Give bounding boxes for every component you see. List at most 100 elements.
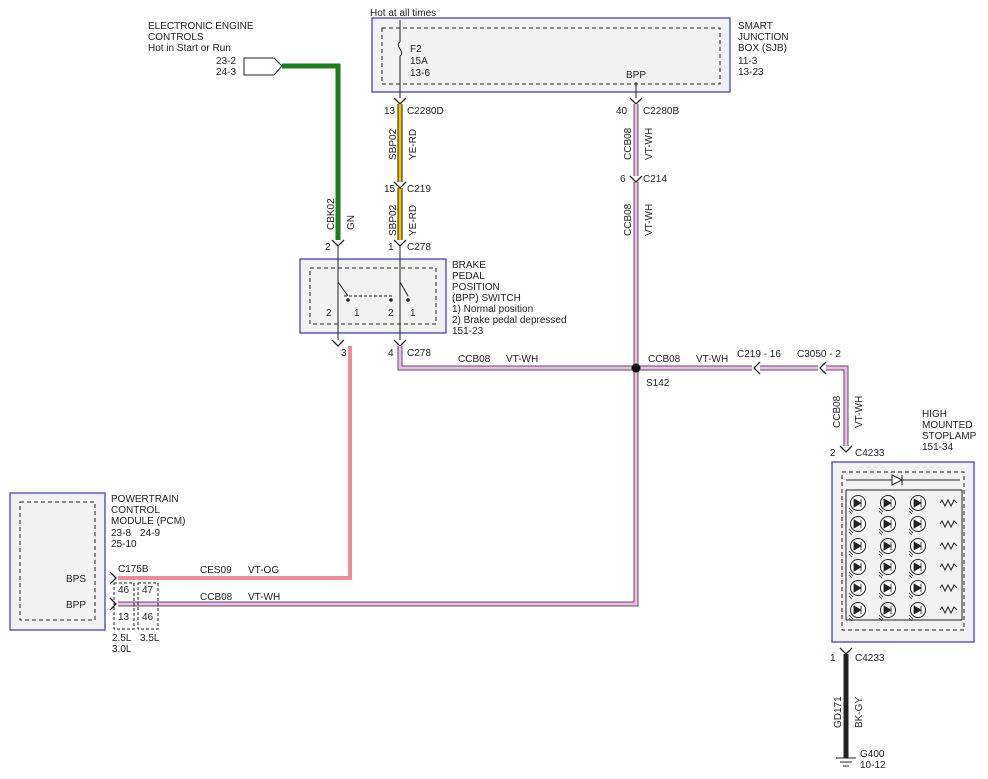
- wire-vtwh-f: VT-WH: [248, 592, 280, 603]
- c219-pin: 15: [384, 184, 396, 195]
- c278a-connector-icons: [331, 239, 407, 247]
- green-wire: [282, 63, 341, 240]
- wire-ccb08-b: CCB08: [623, 203, 634, 236]
- led-diode-icon: [913, 605, 922, 615]
- eec-connector-tab: [243, 57, 283, 76]
- eec-ref-1: 23-2: [216, 56, 236, 67]
- hmsl-title-3: STOPLAMP: [922, 431, 977, 442]
- eec-title-3: Hot in Start or Run: [148, 43, 231, 54]
- c219-label: C219: [407, 184, 431, 195]
- led-rays-icon: [908, 550, 914, 558]
- eec-title-2: CONTROLS: [148, 32, 204, 43]
- led-diode-icon: [913, 519, 922, 529]
- c219-connector-icon: [393, 181, 407, 189]
- led-rays-icon: [878, 614, 884, 622]
- led-diode-icon: [853, 519, 862, 529]
- c278a-pin-2: 2: [325, 242, 331, 253]
- hmsl-title-2: MOUNTED: [922, 420, 973, 431]
- resistor-icon: [939, 519, 958, 529]
- pcm-pin-47: 47: [142, 585, 154, 596]
- pcm-block: POWERTRAIN CONTROL MODULE (PCM) 23-8 24-…: [9, 492, 185, 655]
- pcm-pin-46b: 46: [142, 612, 154, 623]
- pcm-pin-46a: 46: [118, 585, 130, 596]
- sjb-hot-label: Hot at all times: [370, 8, 436, 19]
- splice-s142-dot: [631, 363, 641, 373]
- resistor-icon: [939, 562, 958, 572]
- led-rays-icon: [908, 614, 914, 622]
- c214-label: C214: [643, 174, 667, 185]
- bpp-switch-contacts: [337, 281, 409, 297]
- wire-vtwh-d: VT-WH: [696, 354, 728, 365]
- led-rays-icon: [878, 528, 884, 536]
- bpp-title-1: BRAKE: [452, 260, 486, 271]
- resistor-icon: [939, 498, 958, 508]
- ground-ref-label: 10-12: [860, 760, 886, 771]
- led-rays-icon: [908, 571, 914, 579]
- c278a-pin-1: 1: [388, 242, 394, 253]
- led-diode-icon: [883, 498, 892, 508]
- wire-ces09: CES09: [200, 565, 232, 576]
- resistor-icon: [939, 583, 958, 593]
- wire-vtwh-b: VT-WH: [644, 204, 655, 236]
- led-rays-icon: [878, 571, 884, 579]
- splice-s142-label: S142: [646, 378, 670, 389]
- fuse-amps-label: 15A: [410, 56, 428, 67]
- led-rays-icon: [878, 592, 884, 600]
- pcm-pin-box-b: [137, 582, 159, 630]
- pcm-bps-label: BPS: [66, 574, 86, 585]
- led-diode-icon: [913, 498, 922, 508]
- bpp-pos-1b: 1: [410, 308, 416, 319]
- c4233-top-pin: 2: [830, 448, 836, 459]
- led-diode-icon: [853, 583, 862, 593]
- pcm-title-1: POWERTRAIN: [111, 494, 179, 505]
- hmsl-title-1: HIGH: [922, 409, 947, 420]
- c4233-bottom-connector-icon: [839, 647, 853, 655]
- eec-ref-2: 24-3: [216, 67, 236, 78]
- led-rays-icon: [848, 571, 854, 579]
- eec-title-1: ELECTRONIC ENGINE: [148, 21, 254, 32]
- resistor-icon: [939, 541, 958, 551]
- pcm-ref-1b: 24-9: [140, 528, 160, 539]
- wire-vtwh-c: VT-WH: [506, 354, 538, 365]
- wire-yerd-b: YE-RD: [408, 205, 419, 236]
- led-diode-icon: [883, 583, 892, 593]
- led-diode-icon: [853, 605, 862, 615]
- wire-ccb08-e: CCB08: [832, 395, 843, 428]
- sjb-bpp-label: BPP: [626, 70, 646, 81]
- bpp-ref: 151-23: [452, 326, 484, 337]
- c278b-pin-3: 3: [341, 348, 347, 359]
- hmsl-block: HIGH MOUNTED STOPLAMP 151-34 2 C4233 1 C…: [830, 409, 977, 664]
- resistor-icon: [939, 605, 958, 615]
- bpp-contact-dot-2: [389, 298, 393, 302]
- c4233-bottom-label: C4233: [855, 653, 885, 664]
- c2280b-label: C2280B: [643, 106, 679, 117]
- led-diode-icon: [913, 541, 922, 551]
- sjb-ref-1: 11-3: [738, 56, 758, 67]
- wire-yerd-a: YE-RD: [408, 129, 419, 160]
- c2280b-pin: 40: [616, 106, 628, 117]
- hmsl-led-bus: [845, 489, 963, 621]
- pcm-eng-3: 3.5L: [140, 633, 160, 644]
- led-diode-icon: [853, 498, 862, 508]
- led-rays-icon: [908, 528, 914, 536]
- bpp-pos-2a: 2: [326, 308, 332, 319]
- violet-wire-to-pcm-outline: [118, 368, 639, 607]
- wire-vtog: VT-OG: [248, 565, 279, 576]
- led-rays-icon: [908, 507, 914, 515]
- pcm-title-3: MODULE (PCM): [111, 516, 185, 527]
- c2280d-pin: 13: [384, 106, 396, 117]
- c278b-pin-4: 4: [388, 348, 394, 359]
- bpp-note-2: 2) Brake pedal depressed: [452, 315, 567, 326]
- c4233-top-label: C4233: [855, 448, 885, 459]
- wire-gn-label: GN: [346, 215, 357, 230]
- sjb-ref-2: 13-23: [738, 67, 764, 78]
- wire-gd171: GD171: [833, 696, 844, 728]
- violet-wire-to-pcm: [118, 368, 638, 606]
- hmsl-diode-icon: [891, 474, 904, 486]
- led-diode-icon: [853, 562, 862, 572]
- pcm-ref-1: 23-8: [111, 528, 131, 539]
- wire-ccb08-f: CCB08: [200, 592, 233, 603]
- bpp-note-1: 1) Normal position: [452, 304, 533, 315]
- hmsl-led-array: [845, 474, 963, 622]
